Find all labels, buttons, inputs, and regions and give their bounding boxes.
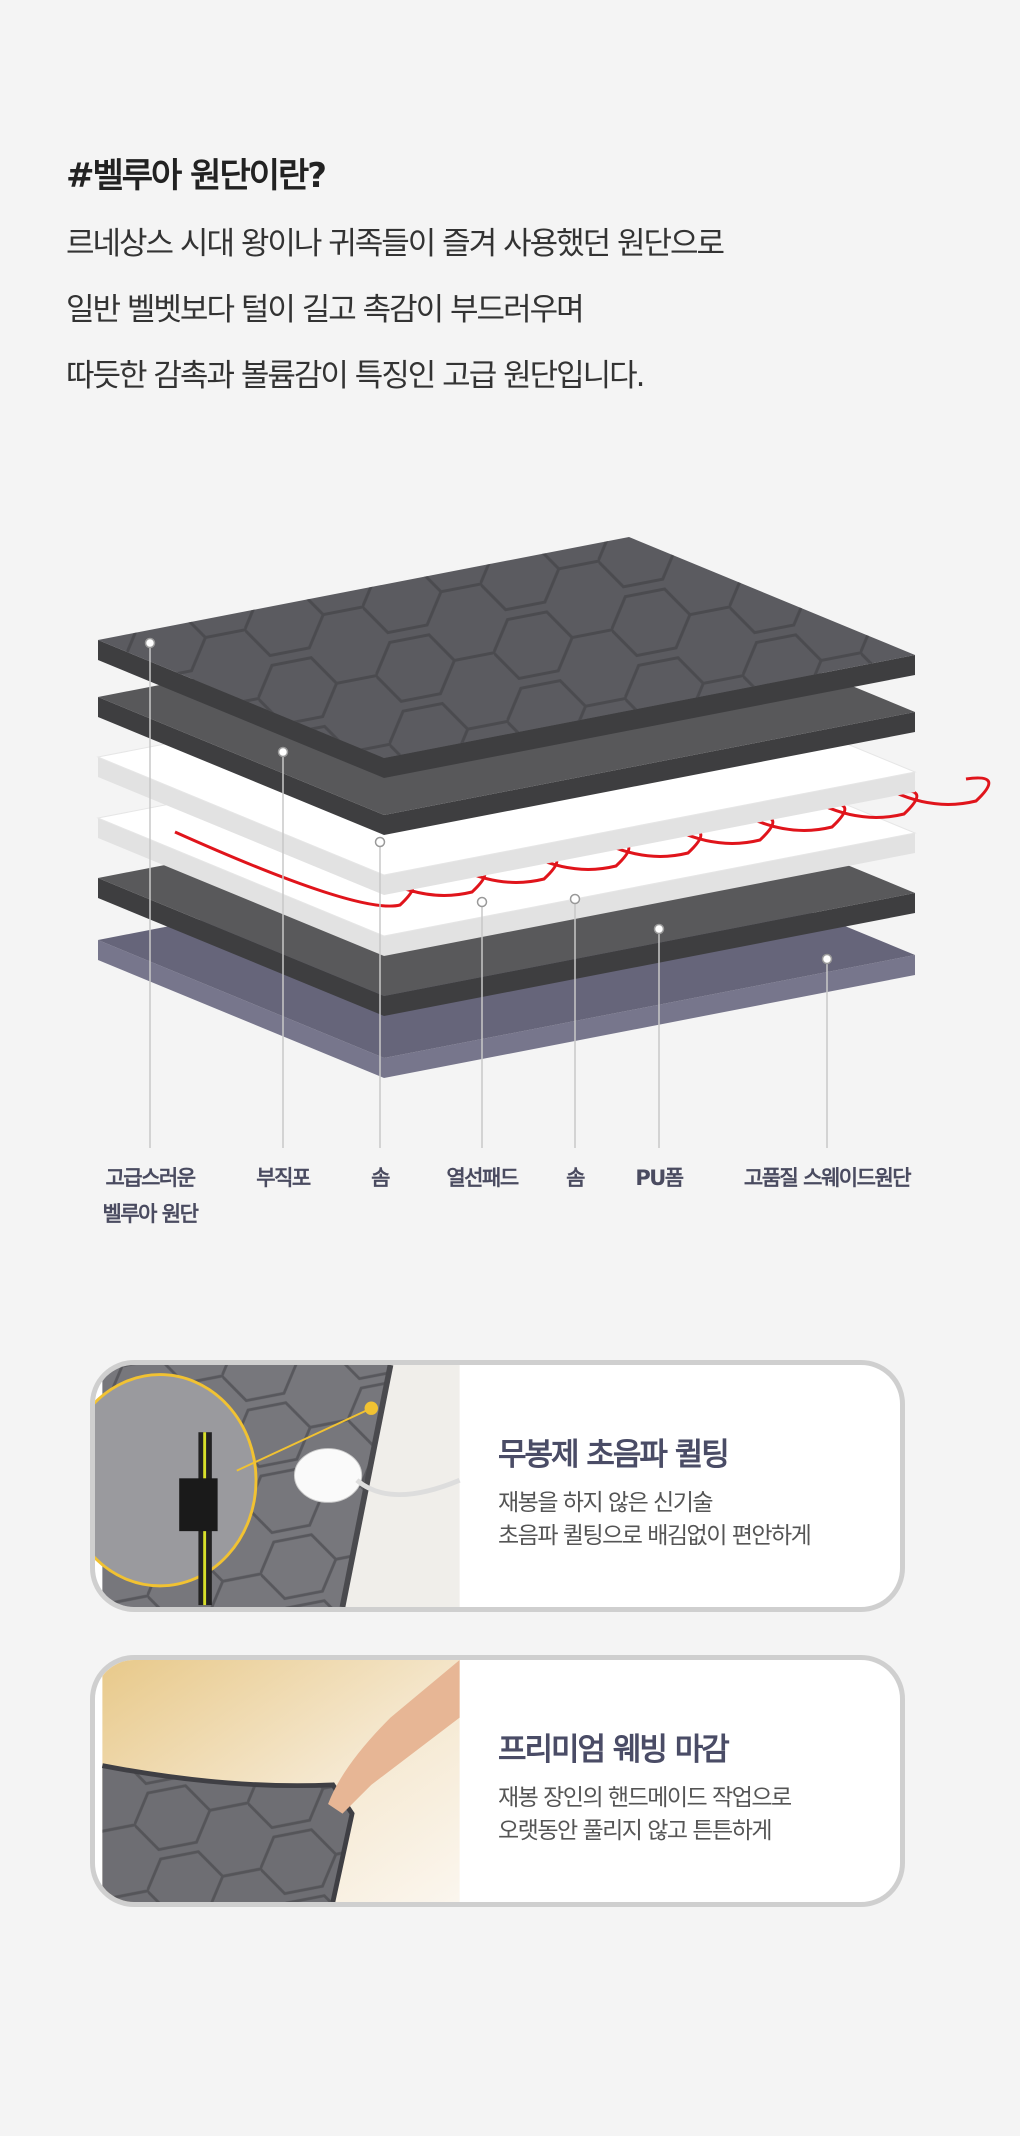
- layer-label-line: 고품질 스웨이드원단: [743, 1166, 912, 1190]
- layer-label: 솜: [566, 1160, 585, 1196]
- leader-dot: [374, 836, 386, 848]
- feature-card-webbing: 프리미엄 웨빙 마감 재봉 장인의 핸드메이드 작업으로 오랫동안 풀리지 않고…: [90, 1655, 905, 1907]
- layer-label-line: 열선패드: [446, 1166, 519, 1190]
- intro-title: #벨루아 원단이란?: [66, 156, 327, 196]
- layer-label-line: 고급스러운: [105, 1166, 196, 1190]
- intro-line: 따듯한 감촉과 볼륨감이 특징인 고급 원단입니다.: [66, 358, 646, 394]
- leader-dot: [821, 953, 833, 965]
- leader-dot: [144, 637, 156, 649]
- feature-desc-line: 초음파 퀼팅으로 배김없이 편안하게: [498, 1523, 812, 1549]
- leader-dot: [277, 746, 289, 758]
- leader-dot: [653, 923, 665, 935]
- feature-title: 무봉제 초음파 퀼팅: [498, 1437, 730, 1473]
- intro-description: 르네상스 시대 왕이나 귀족들이 즐겨 사용했던 원단으로 일반 벨벳보다 털이…: [66, 211, 725, 409]
- feature-title: 프리미엄 웨빙 마감: [498, 1732, 730, 1768]
- layer-diagram: [96, 537, 991, 1148]
- intro-line: 르네상스 시대 왕이나 귀족들이 즐겨 사용했던 원단으로: [66, 226, 725, 262]
- velour-layer: [98, 537, 915, 778]
- feature-desc-line: 재봉 장인의 핸드메이드 작업으로: [498, 1785, 792, 1811]
- layer-label: 부직포: [256, 1160, 311, 1196]
- webbing-photo: [101, 1660, 460, 1902]
- feature-description: 재봉을 하지 않은 신기술 초음파 퀼팅으로 배김없이 편안하게: [498, 1487, 812, 1553]
- layer-label-line: 솜: [371, 1166, 390, 1190]
- layer-label: 솜: [371, 1160, 390, 1196]
- leader-dot: [476, 896, 488, 908]
- quilting-photo: [95, 1365, 461, 1607]
- layer-label-line: 부직포: [256, 1166, 311, 1190]
- feature-description: 재봉 장인의 핸드메이드 작업으로 오랫동안 풀리지 않고 튼튼하게: [498, 1782, 792, 1848]
- feature-card-quilting: 무봉제 초음파 퀼팅 재봉을 하지 않은 신기술 초음파 퀼팅으로 배김없이 편…: [90, 1360, 905, 1612]
- layer-label: 고품질 스웨이드원단: [743, 1160, 912, 1196]
- layer-label: PU폼: [635, 1160, 684, 1196]
- layer-label-line: PU폼: [635, 1166, 684, 1190]
- feature-desc-line: 오랫동안 풀리지 않고 튼튼하게: [498, 1818, 773, 1844]
- layer-label-line: 벨루아 원단: [102, 1202, 199, 1226]
- intro-line: 일반 벨벳보다 털이 길고 촉감이 부드러우며: [66, 292, 585, 328]
- intro-section: #벨루아 원단이란? 르네상스 시대 왕이나 귀족들이 즐겨 사용했던 원단으로…: [66, 148, 725, 409]
- leader-dot: [569, 893, 581, 905]
- layer-label: 열선패드: [446, 1160, 519, 1196]
- heating-wire: [174, 776, 991, 908]
- feature-desc-line: 재봉을 하지 않은 신기술: [498, 1490, 714, 1516]
- layer-label-line: 솜: [566, 1166, 585, 1190]
